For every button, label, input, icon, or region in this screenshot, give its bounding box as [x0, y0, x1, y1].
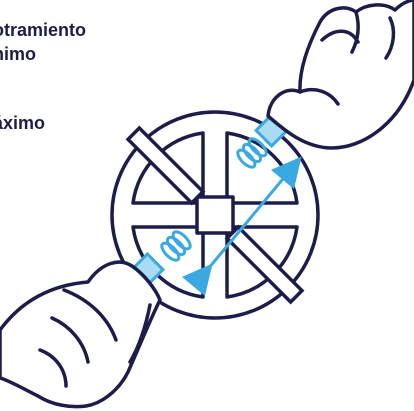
upper-hand [266, 0, 414, 150]
caption-line-2: nimo [0, 44, 36, 64]
outer-ring [110, 110, 320, 320]
caption-line-3: áximo [0, 113, 46, 133]
lower-hand [0, 260, 162, 409]
center-hub [195, 195, 235, 235]
caption-line-1: otramiento [0, 20, 87, 40]
stretch-arrow [181, 156, 302, 297]
